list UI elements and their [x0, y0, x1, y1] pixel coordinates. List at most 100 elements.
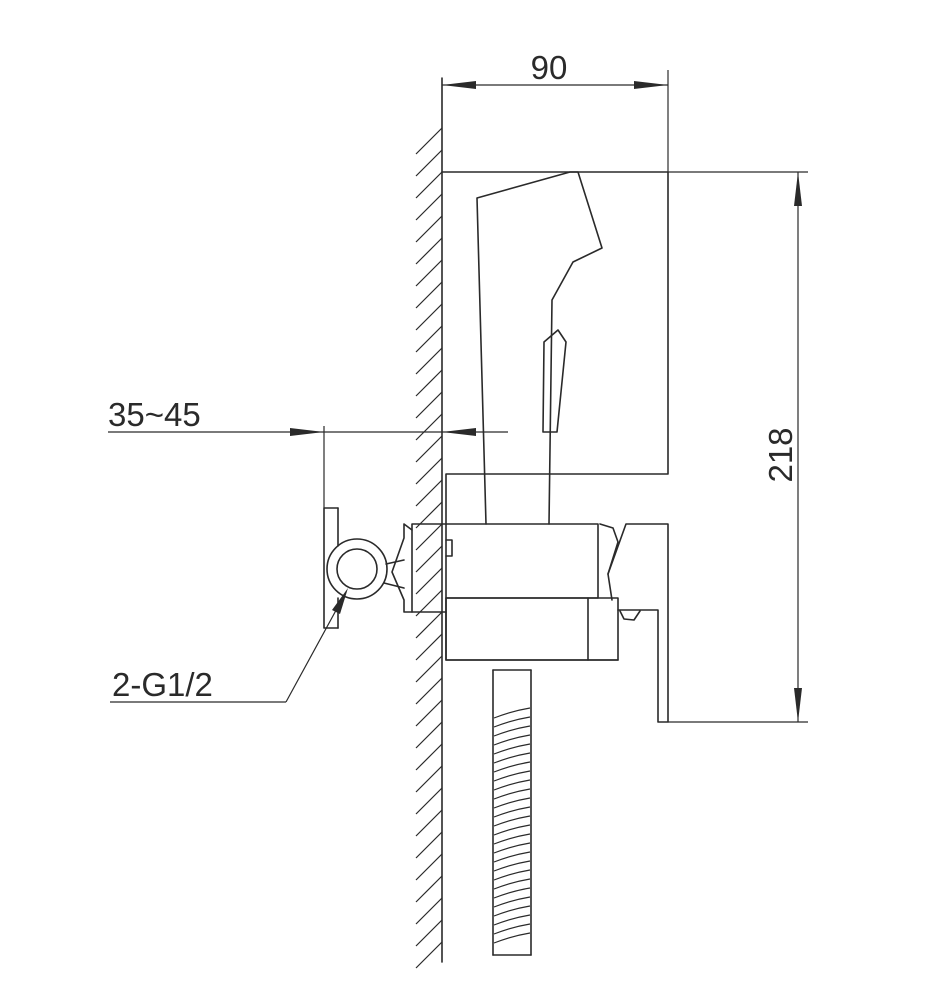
hatch-line [415, 677, 443, 705]
braid-line [493, 752, 531, 764]
hatch-line [415, 699, 443, 727]
braid-line [493, 914, 531, 926]
hatch-line [415, 435, 443, 463]
hatch-line [415, 171, 443, 199]
hatch-line [415, 369, 443, 397]
braid-line [493, 779, 531, 791]
valve-screw [445, 539, 453, 557]
hatch-line [415, 193, 443, 221]
braid-line [493, 887, 531, 899]
hatch-line [415, 941, 443, 969]
lever-handle [607, 523, 669, 723]
braid-line [493, 851, 531, 863]
mixer-valve [391, 523, 669, 723]
braid-line [493, 734, 531, 746]
braid-line [493, 833, 531, 845]
braid-line [493, 842, 531, 854]
hatch-line [415, 809, 443, 837]
dimension-wall-gap: 35~45 [108, 396, 508, 508]
hatch-line [415, 237, 443, 265]
arrowhead-top [794, 172, 802, 206]
callout-connection: 2-G1/2 [110, 588, 348, 703]
inlet-pipe-link [383, 559, 405, 589]
braid-line [493, 824, 531, 836]
braid-line [493, 878, 531, 890]
hatch-line [415, 611, 443, 639]
braid-line [493, 815, 531, 827]
arrowhead-gap-left [290, 428, 324, 436]
dimension-gap-label: 35~45 [108, 396, 201, 433]
hose-ends [492, 669, 532, 956]
hatch-line [415, 259, 443, 287]
sprayer-trigger [542, 329, 567, 433]
hatch-line [415, 215, 443, 243]
wall [415, 77, 443, 969]
hatch-line [415, 391, 443, 419]
hose-braid [493, 707, 531, 944]
hatch-line [415, 633, 443, 661]
hatch-line [415, 523, 443, 551]
braid-line [493, 869, 531, 881]
braid-line [493, 896, 531, 908]
hatch-line [415, 787, 443, 815]
hatch-line [415, 765, 443, 793]
lever-pin [619, 610, 641, 621]
wall-hatching [415, 127, 443, 969]
braid-line [493, 806, 531, 818]
braid-line [493, 743, 531, 755]
braid-line [493, 725, 531, 737]
hatch-line [415, 897, 443, 925]
hatch-line [415, 721, 443, 749]
hatch-line [415, 853, 443, 881]
valve-body-lower [445, 597, 619, 661]
valve-neck [599, 523, 619, 601]
hatch-line [415, 303, 443, 331]
valve-body-upper [445, 523, 599, 599]
dimension-height: 218 [668, 171, 808, 723]
hatch-line [415, 457, 443, 485]
braid-line [493, 707, 531, 719]
hatch-line [415, 413, 443, 441]
hatch-line [415, 743, 443, 771]
hose [492, 669, 532, 956]
holder-bracket-outline [441, 171, 669, 661]
dimension-width-label: 90 [531, 49, 568, 86]
hatch-line [415, 281, 443, 309]
dimension-height-label: 218 [762, 427, 799, 482]
inlet-pipe-outer [326, 538, 388, 600]
braid-line [493, 788, 531, 800]
hatch-line [415, 325, 443, 353]
braid-line [493, 860, 531, 872]
braid-line [493, 905, 531, 917]
hatch-line [415, 479, 443, 507]
hatch-line [415, 567, 443, 595]
handheld-sprayer [441, 171, 669, 661]
arrowhead-right [634, 81, 668, 89]
hatch-line [415, 831, 443, 859]
braid-line [493, 770, 531, 782]
callout-arrowhead [332, 588, 348, 614]
hatch-line [415, 347, 443, 375]
connection-bracket [323, 507, 339, 629]
arrowhead-bottom [794, 688, 802, 722]
braid-line [493, 761, 531, 773]
hatch-line [415, 149, 443, 177]
arrowhead-left [442, 81, 476, 89]
hatch-line [415, 919, 443, 947]
braid-line [493, 932, 531, 944]
hatch-line [415, 127, 443, 155]
wall-flange [411, 523, 447, 613]
hatch-line [415, 875, 443, 903]
braid-line [493, 716, 531, 728]
arrowhead-gap-right [442, 428, 476, 436]
hatch-line [415, 655, 443, 683]
hatch-line [415, 545, 443, 573]
braid-line [493, 797, 531, 809]
sprayer-head [476, 171, 603, 525]
concealed-connection [323, 507, 405, 629]
braid-line [493, 923, 531, 935]
inlet-pipe-inner [336, 548, 378, 590]
connection-label: 2-G1/2 [112, 666, 213, 703]
flange-taper [391, 523, 413, 613]
